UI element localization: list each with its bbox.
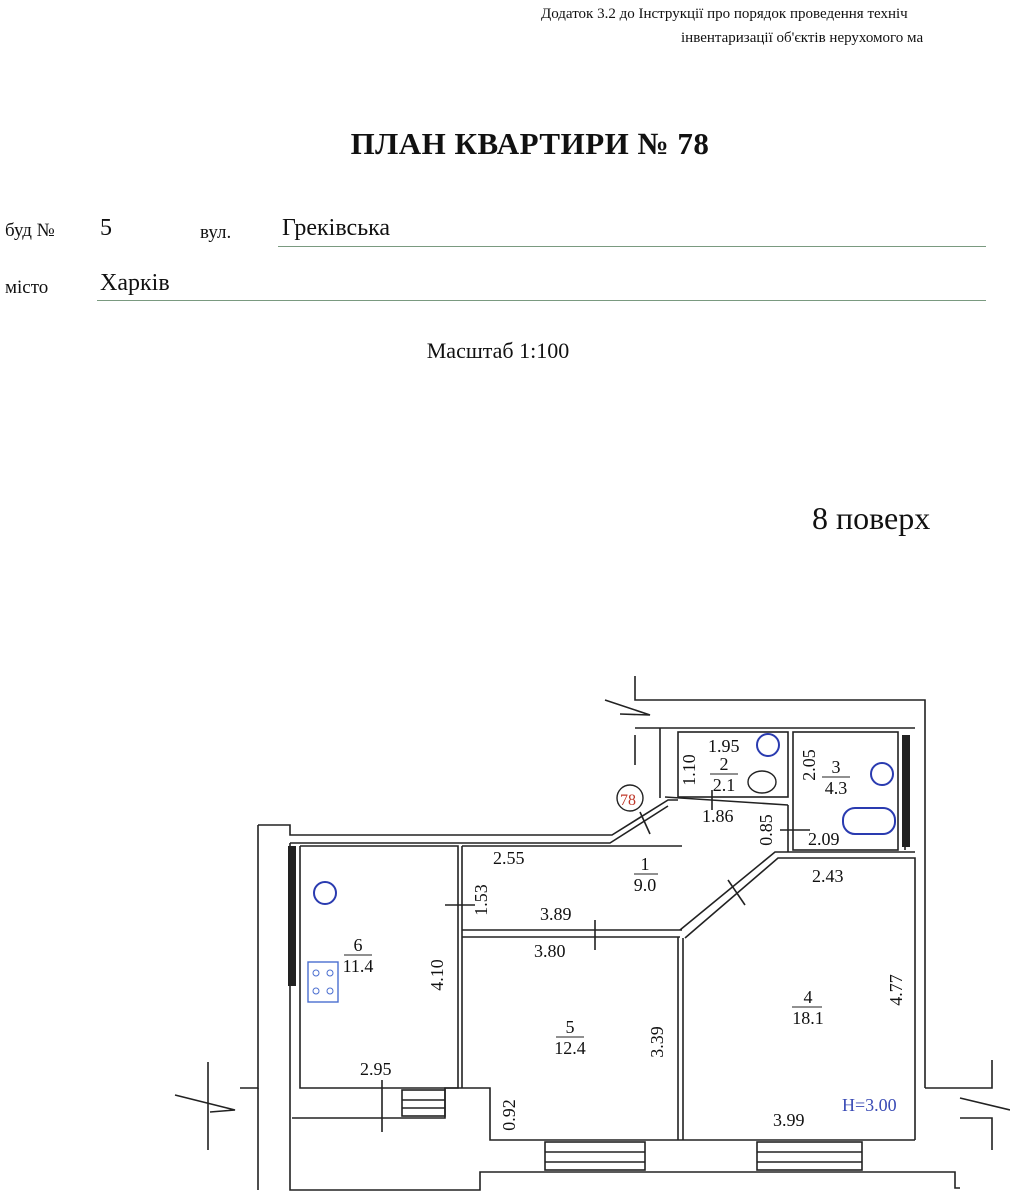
room-4-area: 18.1 (792, 1008, 824, 1028)
dim-toilet-lower: 1.86 (702, 806, 734, 826)
dim-room5-niche: 0.92 (499, 1099, 519, 1131)
room-6-number: 6 (354, 935, 363, 955)
dim-bath-width: 2.09 (808, 829, 840, 849)
building-label: буд № (5, 220, 55, 241)
city-underline (97, 300, 986, 301)
appendix-line-1: Додаток 3.2 до Інструкції про порядок пр… (541, 6, 908, 22)
scale-label: Масштаб 1:100 (426, 338, 570, 363)
dim-toilet-width: 1.95 (708, 736, 740, 756)
kitchen-sink-icon (313, 881, 337, 905)
room-5-number: 5 (566, 1017, 575, 1037)
room-1-number: 1 (641, 854, 650, 874)
street-underline (278, 246, 986, 247)
appendix-line-2: інвентаризації об'єктів нерухомого ма (681, 30, 924, 46)
stove-icon (307, 961, 339, 1003)
dim-room4-depth: 4.77 (886, 974, 906, 1006)
room-6-area: 11.4 (343, 956, 374, 976)
room-2-area: 2.1 (713, 775, 736, 795)
room-3-area: 4.3 (825, 778, 848, 798)
dim-hall-bottom: 3.89 (540, 904, 572, 924)
page-title: ПЛАН КВАРТИРИ № 78 (350, 126, 710, 161)
room-5-area: 12.4 (554, 1038, 586, 1058)
room-2-number: 2 (720, 754, 729, 774)
room-3-number: 3 (832, 757, 841, 777)
apartment-marker (616, 784, 644, 812)
street-value: Греківська (282, 215, 391, 241)
floor-label: 8 поверх (812, 500, 931, 536)
dim-bath-depth: 2.05 (799, 749, 819, 781)
dim-room4-top: 2.43 (812, 866, 844, 886)
dimensions: 1.95 1.10 1.86 2.05 2.09 0.85 2.55 1.53 … (360, 736, 906, 1131)
building-value: 5 (100, 215, 112, 241)
dim-kitchen-width: 2.95 (360, 1059, 392, 1079)
dim-hall-top: 2.55 (493, 848, 525, 868)
toilet-icon (747, 770, 777, 794)
dim-kitchen-depth: 4.10 (427, 959, 447, 991)
dim-room5-depth: 3.39 (647, 1026, 667, 1058)
city-label: місто (5, 277, 49, 298)
sink-icon (870, 762, 894, 786)
ceiling-height: H=3.00 (842, 1095, 897, 1115)
sink-icon (756, 733, 780, 757)
walls (174, 676, 1010, 1191)
street-label: вул. (200, 222, 232, 243)
room-1-area: 9.0 (634, 875, 657, 895)
room-4-number: 4 (804, 987, 813, 1007)
dim-corridor-gap: 0.85 (756, 814, 776, 846)
dim-room5-top: 3.80 (534, 941, 566, 961)
fixtures (307, 733, 896, 1003)
room-labels: 1 9.0 2 2.1 3 4.3 4 18.1 5 12.4 6 11.4 (343, 754, 850, 1058)
city-value: Харків (100, 270, 170, 296)
apartment-marker-text: 78 (620, 792, 636, 809)
dim-toilet-depth: 1.10 (679, 754, 699, 786)
bathtub-icon (842, 807, 896, 835)
dim-room4-bottom: 3.99 (773, 1110, 805, 1130)
dim-hall-depth: 1.53 (471, 884, 491, 916)
door-marks (381, 790, 810, 1132)
